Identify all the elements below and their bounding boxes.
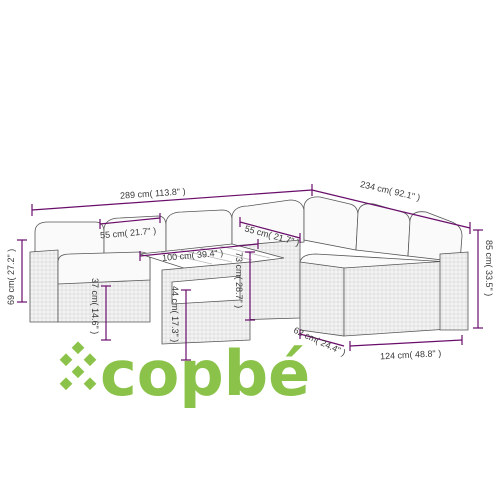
- total-depth-label: 234 cm( 92.1" ): [359, 179, 421, 203]
- total-depth-line: [311, 189, 471, 229]
- left-seat-width-line: [99, 217, 161, 225]
- table-base-height-label: 44 cm( 17.3" ): [170, 286, 180, 342]
- right-seat-width-line: [239, 221, 301, 239]
- left-armrest: [29, 249, 59, 323]
- bottom-width-line: [349, 339, 463, 347]
- watermark-text: copbé: [100, 337, 310, 410]
- table-height-label: 73 cm( 28.7" ): [234, 252, 244, 308]
- table-shelf: [171, 275, 241, 305]
- table-width-line: [139, 243, 259, 257]
- dots-icon: [59, 341, 97, 391]
- left-seat-cushion: [57, 251, 151, 285]
- watermark-logo: copbé: [59, 337, 310, 410]
- seat-height-label: 37 cm( 14.6" ): [90, 278, 100, 334]
- table-top-slats: [159, 245, 271, 265]
- bottom-depth-line: [299, 333, 345, 347]
- total-width-label: 289 cm( 113.8" ): [120, 186, 186, 201]
- right-height-label: 85 cm( 33.5" ): [484, 240, 494, 296]
- left-height-label: 69 cm( 27.2" ): [6, 249, 16, 305]
- dimension-lines: [17, 184, 483, 361]
- right-armrest-front: [299, 261, 345, 337]
- right-back-cushion-1: [303, 196, 359, 251]
- total-width-line: [31, 189, 313, 211]
- right-armrest-side: [439, 251, 469, 331]
- bottom-width-label: 124 cm( 48.8" ): [380, 348, 442, 361]
- sofa-set-illustration: [29, 196, 469, 345]
- left-seat-width-label: 55 cm( 21.7" ): [100, 226, 157, 241]
